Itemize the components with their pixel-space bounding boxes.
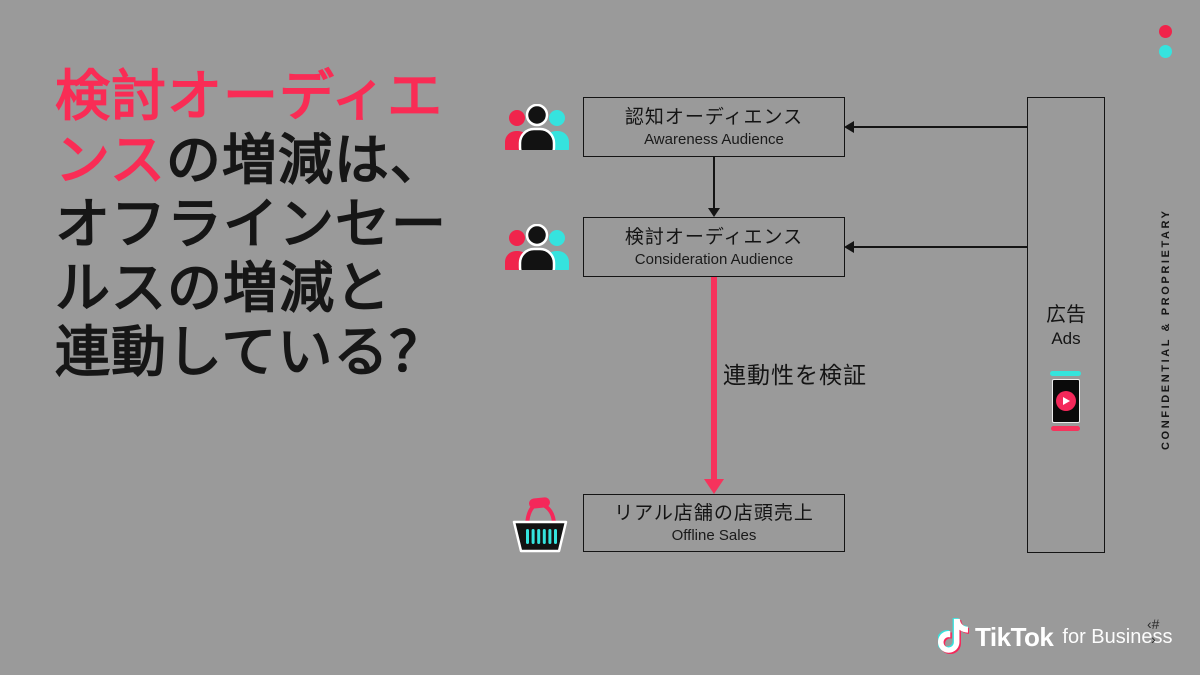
flow-connector-line [713, 157, 715, 209]
brand-name: TikTok [975, 621, 1054, 652]
audience-group-icon [505, 224, 569, 270]
brand-suffix: for Business [1062, 625, 1173, 648]
ads-label-en: Ads [1051, 329, 1081, 348]
ads-to-consideration-arrowhead-icon [844, 241, 854, 253]
tiktok-note-icon [938, 618, 969, 655]
audience-group-icon [505, 104, 569, 150]
phone-bottom-bar [1051, 426, 1080, 431]
accent-dot-pink-icon [1159, 25, 1172, 38]
ads-box [1027, 97, 1105, 553]
offline-sales-box: リアル店舗の店頭売上 Offline Sales [583, 494, 845, 552]
ads-to-consideration-line [851, 246, 1027, 248]
phone-top-bar [1050, 371, 1081, 376]
awareness-label-en: Awareness Audience [644, 130, 784, 148]
title-line: オフラインセー [55, 193, 448, 255]
accent-dot-teal-icon [1159, 45, 1172, 58]
verification-arrowhead-icon [704, 479, 724, 494]
consideration-label-jp: 検討オーディエンス [624, 226, 804, 248]
consideration-audience-box: 検討オーディエンス Consideration Audience [583, 217, 845, 277]
verification-arrow-label: 連動性を検証 [723, 362, 867, 388]
tiktok-ad-phone-icon [1050, 371, 1081, 431]
awareness-label-jp: 認知オーディエンス [624, 106, 804, 128]
title-line: ルスの増減と [55, 257, 392, 319]
ads-label-jp: 広告 [1046, 304, 1086, 326]
slide-number-placeholder: ‹# › [1147, 616, 1160, 647]
offline-sales-label-en: Offline Sales [671, 526, 757, 544]
shopping-basket-icon [512, 497, 568, 553]
phone-screen [1051, 379, 1080, 423]
ads-label: 広告 Ads [1027, 303, 1105, 350]
title-line: 連動している？ [55, 321, 446, 383]
verification-arrow-line [711, 277, 717, 480]
flow-connector-arrowhead-icon [708, 208, 720, 217]
awareness-audience-box: 認知オーディエンス Awareness Audience [583, 97, 845, 157]
ads-to-awareness-arrowhead-icon [844, 121, 854, 133]
slide-title: 検討オーディエ ンスの増減は、 オフラインセー ルスの増減と 連動している？ [55, 64, 447, 384]
play-button-icon [1055, 391, 1076, 411]
offline-sales-label-jp: リアル店舗の店頭売上 [614, 502, 814, 524]
tiktok-for-business-logo: TikTok for Business [938, 616, 1172, 658]
confidential-watermark: CONFIDENTIAL & PROPRIETARY [1160, 208, 1172, 450]
title-line: ンスの増減は、 [55, 129, 446, 191]
consideration-label-en: Consideration Audience [634, 250, 794, 268]
title-line: 検討オーディエ [55, 65, 444, 127]
ads-to-awareness-line [851, 126, 1027, 128]
